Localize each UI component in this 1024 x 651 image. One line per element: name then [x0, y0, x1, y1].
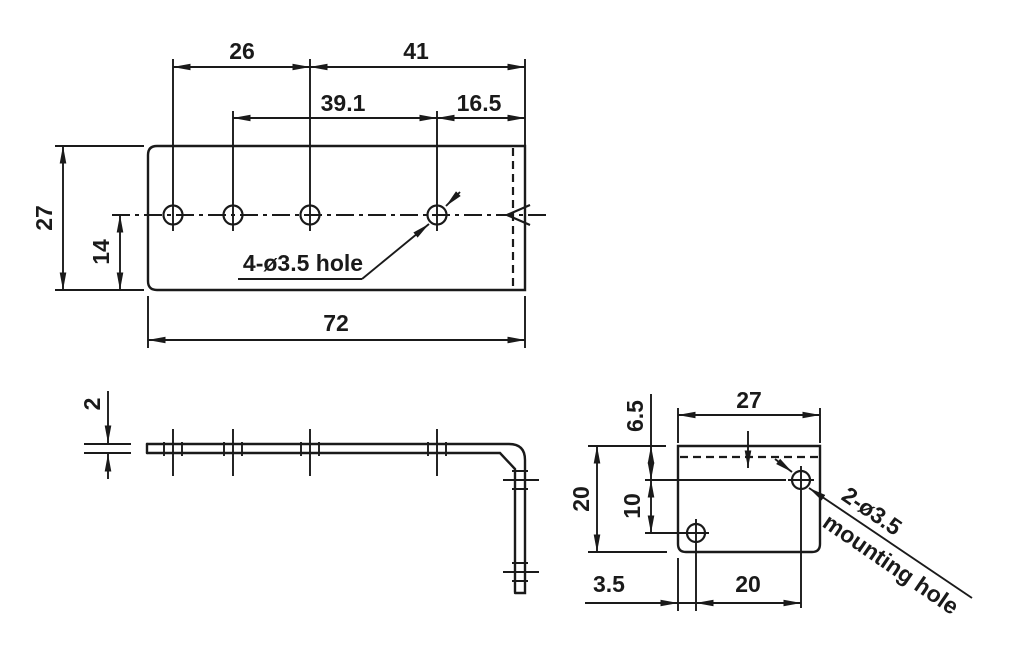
top-view-outline [146, 144, 527, 292]
dim-6-5-label: 6.5 [622, 400, 648, 432]
end-view-outline [676, 444, 822, 554]
hole-edge-ticks [163, 442, 528, 582]
dim-20-width-label: 20 [735, 571, 761, 597]
extension-lines [55, 59, 526, 348]
dim-3-5-label: 3.5 [593, 571, 625, 597]
dim-16-5-label: 16.5 [457, 90, 502, 116]
thickness-extension-lines [84, 443, 131, 454]
hole-center-marks [172, 429, 539, 573]
mounting-hole-leader [808, 487, 973, 599]
extension-lines [588, 394, 821, 611]
callout-arrow [445, 191, 461, 207]
dim-27-label: 27 [31, 205, 57, 231]
dim-2-label: 2 [79, 398, 105, 411]
dim-14-label: 14 [88, 239, 114, 265]
view-direction-arrow-icon [506, 203, 531, 227]
dim-20-height-label: 20 [568, 486, 594, 512]
top-view: 26 41 39.1 16.5 27 14 72 4-ø3.5 hole [31, 38, 546, 348]
dim-26-label: 26 [229, 38, 255, 64]
callout-leader [361, 223, 430, 280]
hole-callout-label: 4-ø3.5 hole [243, 250, 363, 276]
dim-41-label: 41 [403, 38, 429, 64]
side-view-inner-outline [145, 451, 517, 594]
side-view-outer-outline [145, 442, 527, 595]
dim-39-1-label: 39.1 [321, 90, 366, 116]
dim-27-label: 27 [736, 387, 762, 413]
dim-72-label: 72 [323, 310, 349, 336]
side-view: 2 [79, 391, 539, 595]
mounting-hole-arrow [774, 458, 793, 473]
dim-10-label: 10 [619, 493, 645, 519]
